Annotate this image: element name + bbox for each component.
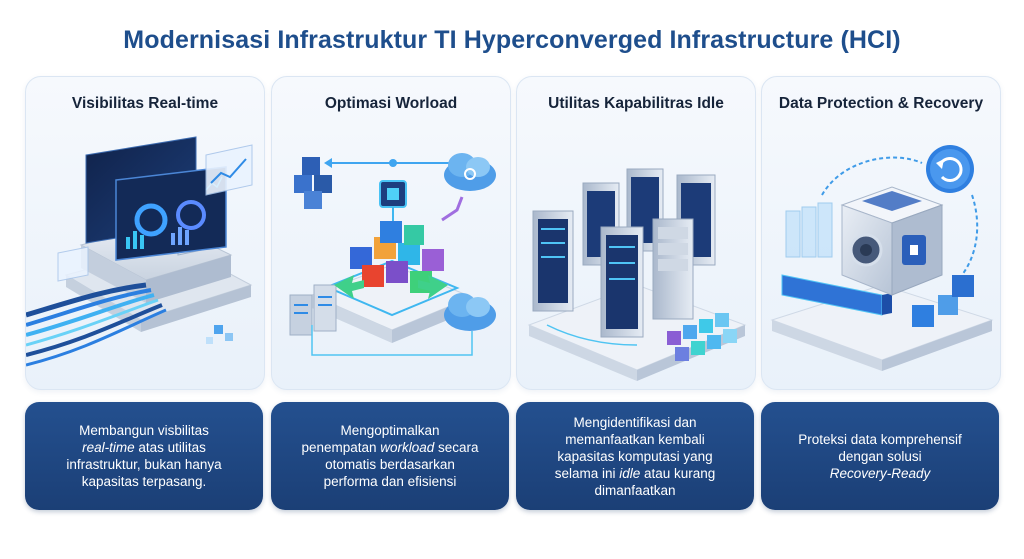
panel-optimasi: Optimasi Worload <box>271 76 511 390</box>
desc-card-visibilitas: Membangun visbilitas real-time atas util… <box>25 402 263 510</box>
server-rack-icon <box>527 168 747 381</box>
desc-text: Proteksi data komprehensif dengan solusi… <box>784 431 976 482</box>
desc-line: dengan solusi <box>838 448 922 464</box>
panel-title: Optimasi Worload <box>324 95 458 112</box>
desc-line: Mengidentifikasi dan <box>573 414 697 430</box>
desc-text: Membangun visbilitas real-time atas util… <box>52 422 235 490</box>
panel-title: Visibilitas Real-time <box>71 95 219 112</box>
page-title: Modernisasi Infrastruktur TI Hyperconver… <box>123 26 901 54</box>
panel-visibilitas: Visibilitas Real-time <box>25 76 265 390</box>
desc-emphasis: real-time <box>82 440 135 455</box>
desc-text: Mengidentifikasi dan memanfaatkan kembal… <box>541 414 730 499</box>
panel-title: Data Protection & Recovery <box>778 95 984 112</box>
desc-card-data-protection: Proteksi data komprehensif dengan solusi… <box>761 402 999 510</box>
vault-recovery-icon <box>770 145 994 371</box>
panel-utilitas: Utilitas Kapabilitras Idle <box>516 76 756 390</box>
desc-emphasis: workload <box>380 440 435 455</box>
desc-line: Membangun visbilitas <box>79 423 209 438</box>
desc-line: memanfaatkan kembali <box>565 431 705 447</box>
desc-line: secara <box>434 440 479 455</box>
desc-line: atas utilitas <box>134 440 206 455</box>
desc-line: atau kurang <box>640 465 716 481</box>
desc-line: performa dan efisiensi <box>323 474 457 489</box>
desc-emphasis: idle <box>619 465 641 481</box>
desc-line: infrastruktur, bukan hanya <box>66 457 222 472</box>
workload-cubes-icon <box>289 153 496 356</box>
desc-line: kapasitas terpasang. <box>81 474 207 489</box>
desc-card-utilitas: Mengidentifikasi dan memanfaatkan kembal… <box>516 402 754 510</box>
desc-line: penempatan <box>301 440 381 455</box>
desc-text: Mengoptimalkan penempatan workload secar… <box>287 422 492 490</box>
desc-line: selama ini <box>554 465 620 481</box>
desc-line: Mengoptimalkan <box>340 423 440 438</box>
desc-line: Proteksi data komprehensif <box>798 431 962 447</box>
desc-emphasis: Recovery-Ready <box>829 465 931 481</box>
desc-line: kapasitas komputasi yang <box>557 448 713 464</box>
desc-line: otomatis berdasarkan <box>325 457 455 472</box>
panel-data-protection: Data Protection & Recovery <box>761 76 1001 390</box>
dashboard-monitor-icon <box>26 136 253 367</box>
desc-card-optimasi: Mengoptimalkan penempatan workload secar… <box>271 402 509 510</box>
panel-title: Utilitas Kapabilitras Idle <box>548 95 724 112</box>
desc-line: dimanfaatkan <box>594 482 676 498</box>
